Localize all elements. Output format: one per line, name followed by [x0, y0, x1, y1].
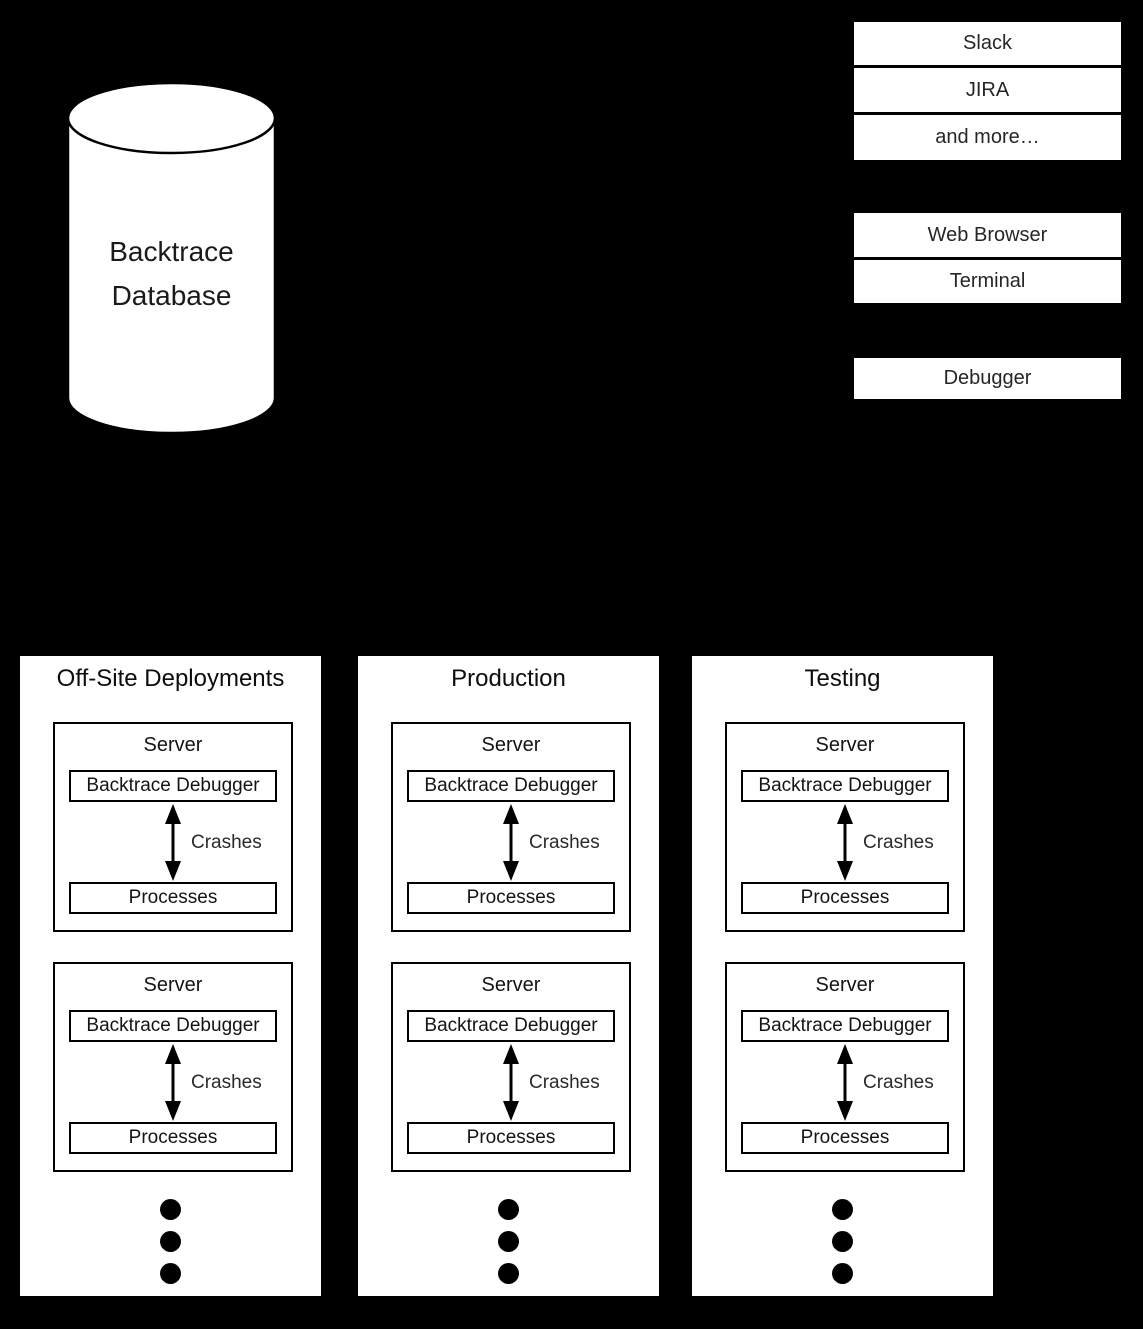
- backtrace-debugger-box: Backtrace Debugger: [69, 770, 277, 802]
- crashes-label: Crashes: [191, 832, 262, 853]
- ellipsis-dot: [498, 1199, 519, 1220]
- processes-box: Processes: [741, 1122, 949, 1154]
- server-box: Server Backtrace Debugger Crashes Proces…: [391, 722, 631, 932]
- backtrace-debugger-box: Backtrace Debugger: [741, 1010, 949, 1042]
- server-box: Server Backtrace Debugger Crashes Proces…: [391, 962, 631, 1172]
- server-box: Server Backtrace Debugger Crashes Proces…: [725, 722, 965, 932]
- crashes-label: Crashes: [529, 832, 600, 853]
- ellipsis-dot: [160, 1263, 181, 1284]
- panel-title: Off-Site Deployments: [56, 665, 285, 692]
- backtrace-debugger-box: Backtrace Debugger: [741, 770, 949, 802]
- backtrace-debugger-box: Backtrace Debugger: [407, 770, 615, 802]
- server-title: Server: [481, 974, 541, 996]
- processes-box: Processes: [407, 882, 615, 914]
- ellipsis-dot: [160, 1231, 181, 1252]
- server-box: Server Backtrace Debugger Crashes Proces…: [53, 962, 293, 1172]
- double-arrow-icon: [837, 1044, 853, 1121]
- double-arrow-icon: [503, 804, 519, 881]
- server-title: Server: [143, 974, 203, 996]
- ellipsis-dot: [832, 1231, 853, 1252]
- box-label: and more…: [935, 126, 1040, 148]
- panel-testing: Testing Server Backtrace Debugger Crashe…: [690, 654, 995, 1298]
- crashes-label: Crashes: [191, 1072, 262, 1093]
- app-box-debugger: Debugger: [852, 356, 1123, 401]
- vertical-ellipsis-icon: [692, 1199, 993, 1295]
- database-label: Backtrace Database: [68, 230, 275, 318]
- server-title: Server: [481, 734, 541, 756]
- box-label: Web Browser: [927, 223, 1048, 246]
- server-title: Server: [143, 734, 203, 756]
- ellipsis-dot: [832, 1263, 853, 1284]
- integration-box-slack: Slack: [852, 20, 1123, 67]
- vertical-ellipsis-icon: [358, 1199, 659, 1295]
- ellipsis-dot: [498, 1231, 519, 1252]
- box-label: Terminal: [949, 270, 1026, 292]
- crashes-label: Crashes: [863, 1072, 934, 1093]
- processes-box: Processes: [407, 1122, 615, 1154]
- vertical-ellipsis-icon: [20, 1199, 321, 1295]
- server-box: Server Backtrace Debugger Crashes Proces…: [53, 722, 293, 932]
- double-arrow-icon: [503, 1044, 519, 1121]
- backtrace-debugger-box: Backtrace Debugger: [69, 1010, 277, 1042]
- double-arrow-icon: [837, 804, 853, 881]
- ellipsis-dot: [832, 1199, 853, 1220]
- panel-title: Testing: [804, 665, 881, 692]
- database-label-line1: Backtrace: [109, 236, 234, 267]
- processes-box: Processes: [69, 1122, 277, 1154]
- ellipsis-dot: [160, 1199, 181, 1220]
- crashes-label: Crashes: [863, 832, 934, 853]
- backtrace-debugger-box: Backtrace Debugger: [407, 1010, 615, 1042]
- database-label-line2: Database: [111, 280, 232, 311]
- crashes-label: Crashes: [529, 1072, 600, 1093]
- box-label: Slack: [963, 32, 1012, 54]
- box-label: Debugger: [943, 367, 1032, 389]
- ellipsis-dot: [498, 1263, 519, 1284]
- app-box-web-browser: Web Browser: [852, 211, 1123, 259]
- processes-box: Processes: [69, 882, 277, 914]
- double-arrow-icon: [165, 1044, 181, 1121]
- app-box-terminal: Terminal: [852, 258, 1123, 305]
- integration-box-jira: JIRA: [852, 66, 1123, 114]
- processes-box: Processes: [741, 882, 949, 914]
- server-box: Server Backtrace Debugger Crashes Proces…: [725, 962, 965, 1172]
- server-title: Server: [815, 974, 875, 996]
- box-label: JIRA: [965, 78, 1010, 101]
- panel-title: Production: [451, 665, 566, 692]
- server-title: Server: [815, 734, 875, 756]
- double-arrow-icon: [165, 804, 181, 881]
- integration-box-and-more: and more…: [852, 113, 1123, 162]
- database-cylinder-icon: [66, 81, 277, 435]
- panel-production: Production Server Backtrace Debugger Cra…: [356, 654, 661, 1298]
- panel-off-site-deployments: Off-Site Deployments Server Backtrace De…: [18, 654, 323, 1298]
